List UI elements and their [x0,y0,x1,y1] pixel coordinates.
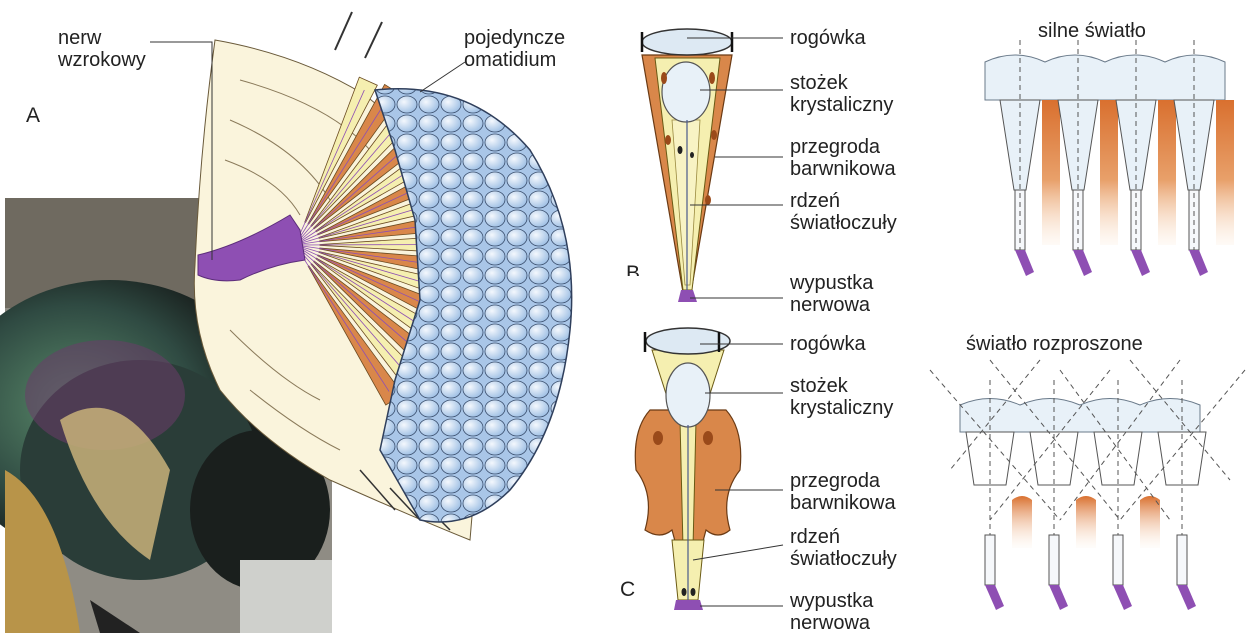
c-label-nerve: wypustka nerwowa [790,590,873,634]
b-label-nerve: wypustka nerwowa [790,272,873,316]
c-label-rhabdom: rdzeń światłoczuły [790,526,897,570]
panel-letter-b: B [626,262,640,276]
label-optic-nerve: nerw wzrokowy [58,27,146,71]
diffuse-rhabdom [1049,535,1059,585]
panel-c-ommatidium [635,328,783,610]
diffuse-pigment [1076,496,1096,548]
diffuse-cone [1158,432,1206,485]
diffuse-rhabdom [985,535,995,585]
strong-light-schematic [985,40,1234,276]
b-label-cornea: rogówka [790,27,866,49]
diffuse-pigment [1140,496,1160,548]
c-label-cornea: rogówka [790,333,866,355]
crystalline-cone-b [662,62,710,122]
diffuse-light-schematic [930,360,1245,610]
nerve-c [674,600,703,610]
panel-letter-a: A [26,104,40,128]
diffuse-nerve [985,585,1004,610]
diffuse-nerve [1177,585,1196,610]
title-strong-light: silne światło [1038,20,1146,42]
cornea-b [642,29,732,55]
diffuse-cone [1030,432,1078,485]
b-label-cone: stożek krystaliczny [790,72,893,116]
title-diffuse-light: światło rozproszone [966,333,1143,355]
b-label-pigment: przegroda barwnikowa [790,136,896,180]
diffuse-rhabdom [1177,535,1187,585]
strong-pigment [1216,100,1234,245]
strong-nerve [1015,250,1034,276]
diffuse-cone [1094,432,1142,485]
diffuse-rhabdom [1113,535,1123,585]
panel-a [0,12,572,633]
cornea-c [646,328,730,354]
nerve-b [678,290,697,302]
strong-pigment [1100,100,1118,245]
strong-nerve [1131,250,1150,276]
diffuse-nerve [1113,585,1132,610]
panel-letter-c: C [620,578,635,602]
strong-pigment [1042,100,1060,245]
label-single-ommatidium: pojedyncze omatidium [464,27,565,71]
strong-pigment [1158,100,1176,245]
diffuse-pigment [1012,496,1032,548]
ommatidium-leader [420,62,465,92]
strong-nerve [1189,250,1208,276]
b-label-rhabdom: rdzeń światłoczuły [790,190,897,234]
panel-b-ommatidium [642,29,783,302]
diffuse-cornea-row [960,399,1200,433]
crystalline-cone-c [666,363,710,427]
c-label-cone: stożek krystaliczny [790,375,893,419]
strong-nerve [1073,250,1092,276]
strong-cornea-row [985,55,1225,100]
c-label-pigment: przegroda barwnikowa [790,470,896,514]
diffuse-nerve [1049,585,1068,610]
